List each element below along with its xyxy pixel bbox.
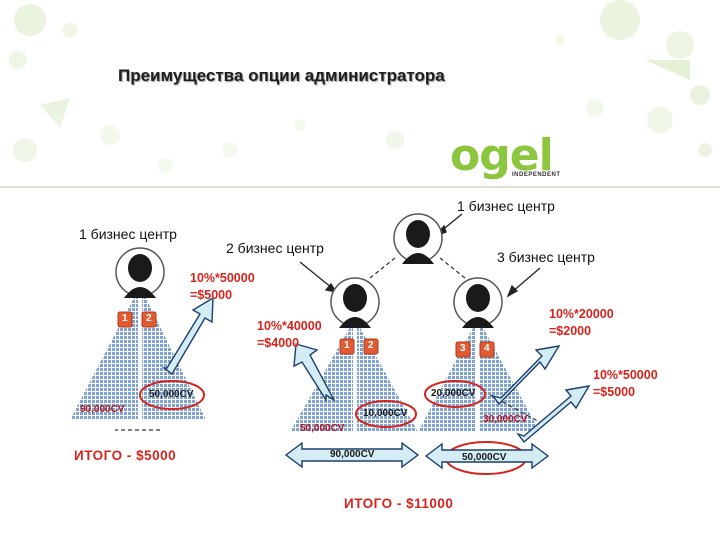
result-arrows bbox=[161, 296, 591, 444]
total-bottom: ИТОГО - $11000 bbox=[344, 496, 454, 511]
badge-left-2: 2 bbox=[146, 313, 152, 324]
total-left: ИТОГО - $5000 bbox=[74, 448, 177, 463]
person-icon-top bbox=[393, 213, 443, 264]
cv-left-base: 90,000CV bbox=[80, 404, 125, 415]
person-icon-left bbox=[115, 247, 165, 298]
formula-1-line2: =$5000 bbox=[190, 288, 233, 302]
formula-2-line2: =$4000 bbox=[257, 336, 300, 350]
badge-right-4: 4 bbox=[484, 343, 490, 354]
cv-right-circled: 20,000CV bbox=[431, 388, 476, 399]
double-arrow-mid bbox=[284, 441, 420, 469]
cv-arrow-right: 50,000CV bbox=[462, 452, 507, 463]
formula-1: 10%*50000 =$5000 bbox=[190, 270, 255, 304]
brand-logo: ogel INDEPENDENT bbox=[450, 130, 570, 186]
formula-4: 10%*50000 =$5000 bbox=[593, 367, 658, 401]
formula-4-line1: 10%*50000 bbox=[593, 368, 658, 382]
position-badges bbox=[117, 311, 495, 358]
badge-right-3: 3 bbox=[460, 343, 466, 354]
double-arrows bbox=[284, 441, 550, 470]
formula-3-line1: 10%*20000 bbox=[549, 307, 614, 321]
formula-2-line1: 10%*40000 bbox=[257, 319, 322, 333]
cv-left-circled: 50,000CV bbox=[149, 389, 194, 400]
label-bc-top: 1 бизнес центр bbox=[457, 198, 555, 214]
formula-1-line1: 10%*50000 bbox=[190, 271, 255, 285]
decorative-background bbox=[9, 0, 712, 172]
badge-mid-1: 1 bbox=[344, 340, 350, 351]
cv-mid-circled: 10,000CV bbox=[363, 408, 408, 419]
formula-3-line2: =$2000 bbox=[549, 324, 592, 338]
person-icon-middle bbox=[330, 277, 380, 328]
label-bc-left: 1 бизнес центр bbox=[79, 226, 177, 242]
logo-subtitle: INDEPENDENT bbox=[512, 172, 561, 178]
person-icon-right bbox=[453, 277, 503, 328]
badge-mid-2: 2 bbox=[368, 340, 374, 351]
formula-2: 10%*40000 =$4000 bbox=[257, 318, 322, 352]
page-title: Преимущества опции администратора bbox=[118, 66, 445, 85]
cv-right-base: 30,000CV bbox=[483, 414, 528, 425]
badge-left-1: 1 bbox=[122, 313, 128, 324]
formula-3: 10%*20000 =$2000 bbox=[549, 306, 614, 340]
arrow-mid-up bbox=[293, 343, 336, 403]
pyramid-left bbox=[70, 290, 206, 420]
label-bc-3: 3 бизнес центр bbox=[497, 249, 595, 265]
formula-4-line2: =$5000 bbox=[593, 385, 636, 399]
label-bc-2: 2 бизнес центр bbox=[226, 240, 324, 256]
arrow-left-up bbox=[161, 296, 214, 376]
arrow-right-up-1 bbox=[491, 345, 561, 406]
cv-mid-base: 50,000CV bbox=[300, 423, 345, 434]
arrow-right-up-2 bbox=[516, 385, 591, 444]
logo-word: ogel bbox=[450, 130, 554, 181]
double-arrow-right bbox=[424, 442, 550, 470]
cv-arrow-mid: 90,000CV bbox=[330, 449, 375, 460]
